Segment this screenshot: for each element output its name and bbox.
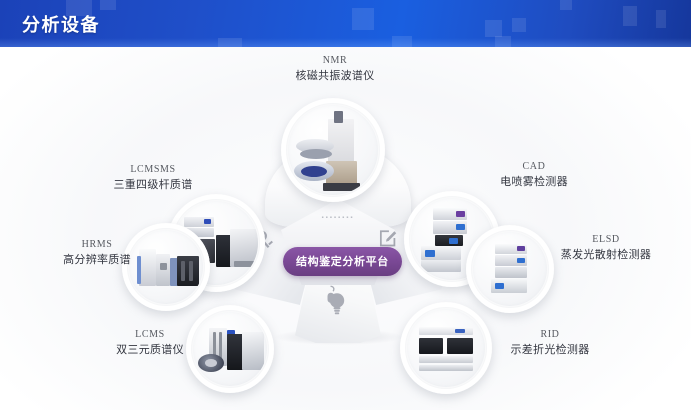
instrument-photo-hrms: [129, 230, 203, 304]
hub-dot-row: ▪▪▪▪▪▪▪▪: [321, 215, 355, 221]
node-bubble-lcms[interactable]: [186, 305, 274, 393]
instrument-photo-nmr: [288, 105, 378, 195]
node-label-cn: 蒸发光散射检测器: [560, 249, 652, 261]
node-label-cn: 高分辨率质谱: [63, 254, 131, 266]
node-label-cn: 三重四级杆质谱: [113, 179, 193, 191]
node-label-lcms: LCMS 双三元质谱仪: [96, 329, 204, 357]
mouse-pointer-icon: [322, 284, 340, 306]
banner-decor-square: [218, 38, 242, 47]
banner-decor-square: [495, 36, 511, 47]
node-label-rid: RID 示差折光检测器: [491, 329, 609, 357]
banner-decor-square: [352, 8, 374, 30]
instrument-photo-lcms: [193, 312, 267, 386]
banner-decor-square: [66, 0, 92, 16]
banner-decor-square: [485, 20, 502, 37]
node-bubble-elsd[interactable]: [466, 225, 554, 313]
banner-bottom-glow: [0, 38, 691, 47]
node-label-elsd: ELSD 蒸发光散射检测器: [540, 234, 672, 262]
node-label-lcmsms: LCMSMS 三重四级杆质谱: [97, 164, 209, 192]
page-title: 分析设备: [22, 15, 100, 35]
banner-decor-square: [560, 0, 572, 10]
node-label-en: HRMS: [81, 239, 113, 250]
node-bubble-nmr[interactable]: [281, 98, 385, 202]
node-label-cn: 双三元质谱仪: [116, 344, 184, 356]
banner-decor-square: [656, 10, 666, 28]
document-edit-icon: [377, 227, 399, 249]
node-label-en: LCMSMS: [130, 164, 176, 175]
banner-decor-square: [623, 6, 637, 26]
banner-decor-square: [512, 18, 526, 32]
node-label-hrms: HRMS 高分辨率质谱: [42, 239, 152, 267]
page-header-banner: 分析设备: [0, 0, 691, 47]
node-label-nmr: NMR 核磁共振波谱仪: [273, 55, 397, 83]
node-bubble-hrms[interactable]: [122, 223, 210, 311]
node-label-cn: 示差折光检测器: [510, 344, 590, 356]
node-label-en: RID: [540, 329, 560, 340]
banner-decor-square: [392, 36, 412, 47]
platform-badge[interactable]: 结构鉴定分析平台: [283, 247, 402, 276]
node-bubble-rid[interactable]: [400, 302, 492, 394]
instrument-photo-rid: [407, 309, 485, 387]
node-label-cn: 核磁共振波谱仪: [295, 70, 375, 82]
instrument-photo-elsd: [473, 232, 547, 306]
node-label-en: CAD: [522, 161, 546, 172]
node-label-cad: CAD 电喷雾检测器: [477, 161, 591, 189]
node-label-cn: 电喷雾检测器: [500, 176, 568, 188]
node-label-en: NMR: [322, 55, 348, 66]
node-label-en: ELSD: [592, 234, 620, 245]
node-label-en: LCMS: [135, 329, 165, 340]
diagram-canvas: ▪▪▪▪▪▪▪▪: [0, 47, 691, 410]
banner-decor-square: [100, 0, 116, 10]
